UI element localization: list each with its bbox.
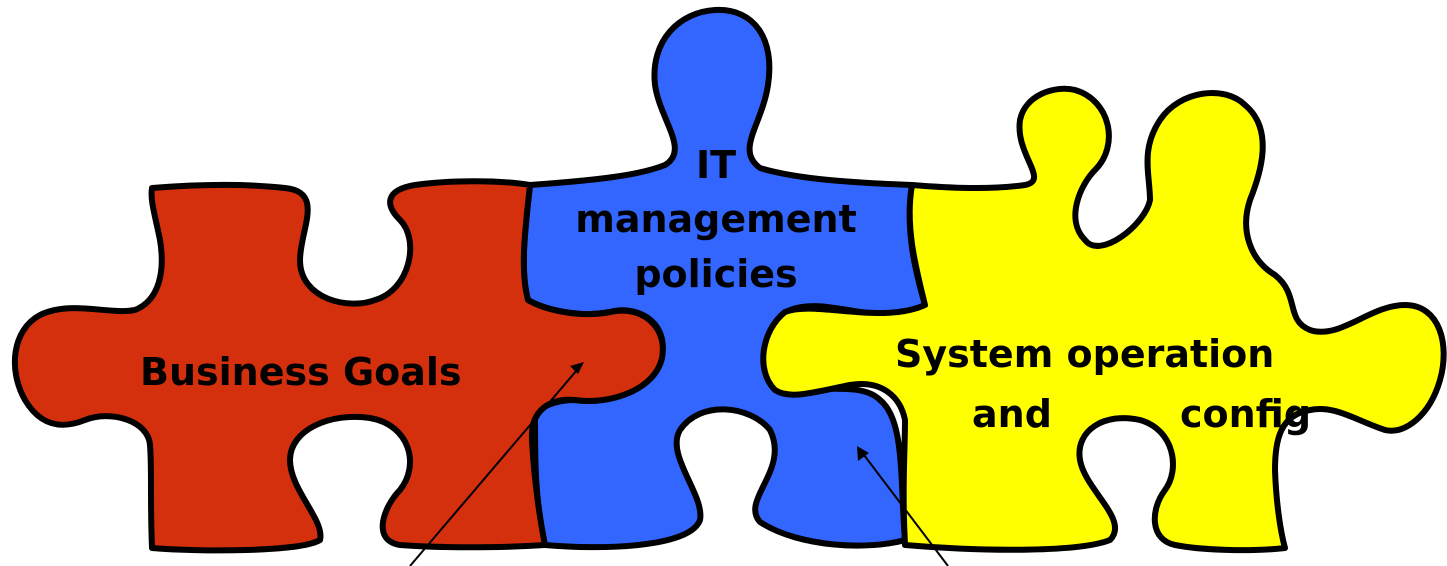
system-label-line-2: and (972, 392, 1052, 436)
it-label-line-1: IT (696, 143, 736, 187)
it-label-line-2: management (575, 197, 857, 241)
arrow-to-business-piece (409, 362, 584, 566)
business-goals-label: Business Goals (140, 350, 462, 394)
it-label-line-3: policies (634, 252, 797, 296)
system-label-line-3: config (1180, 392, 1311, 436)
system-operation-piece (760, 85, 1447, 554)
system-label-line-1: System operation (895, 332, 1274, 376)
arrow-to-it-piece (857, 446, 949, 566)
